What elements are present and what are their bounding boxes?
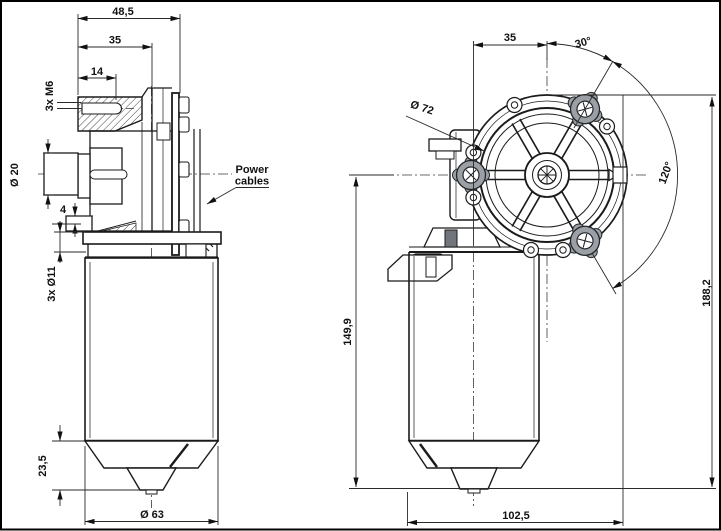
power-cables-line1: Power: [235, 164, 269, 176]
dim-overall-height-label: 188,2: [701, 279, 713, 307]
motor-front: [387, 227, 541, 494]
dim-axis-offset-label: 35: [504, 32, 516, 44]
dim-cap-height-label: 23,5: [37, 455, 49, 476]
motor-end-cap: [83, 440, 220, 469]
hex-bolt: [428, 138, 462, 152]
shaft-screw: [89, 169, 128, 180]
dim-boss-to-face-label: 35: [109, 35, 121, 47]
dim-shaft-dia-label: Ø 20: [9, 163, 21, 187]
dimensions-left: 48,5 35 14 3x M6 Ø 20 4 3x Ø11 23,5: [9, 6, 219, 525]
dim-overall-width-right-label: 102,5: [502, 510, 530, 522]
dim-hole-angle-label: 30°: [574, 35, 593, 51]
gear-hub: [524, 152, 570, 198]
dim-flange-step-label: 4: [60, 204, 67, 216]
motor-side: [82, 231, 222, 495]
dim-thread-length-label: 14: [91, 66, 104, 78]
power-cables-callout: Power cables: [206, 164, 269, 205]
side-view-geometry: [43, 87, 222, 495]
dim-motor-dia-label: Ø 63: [140, 509, 164, 521]
dimensions-right: 35 30° 120° Ø 72 149,9 188,2 102,5: [342, 32, 716, 526]
worm-end-cover: [612, 166, 628, 184]
dim-thread-spec-label: 3x M6: [44, 81, 56, 112]
terminal-bolt: [444, 229, 458, 248]
hatched-boss: [77, 96, 143, 132]
gearbox-foot: [65, 215, 93, 232]
mounting-flange-plate: [171, 92, 180, 256]
output-shaft: [43, 152, 79, 196]
dim-axis-to-base-label: 149,9: [342, 318, 354, 346]
dim-overall-width-label: 48,5: [112, 6, 133, 18]
m6-thread-hole: [81, 102, 122, 115]
power-cables-line2: cables: [235, 176, 269, 188]
dim-mount-holes-label: 3x Ø11: [46, 266, 58, 301]
